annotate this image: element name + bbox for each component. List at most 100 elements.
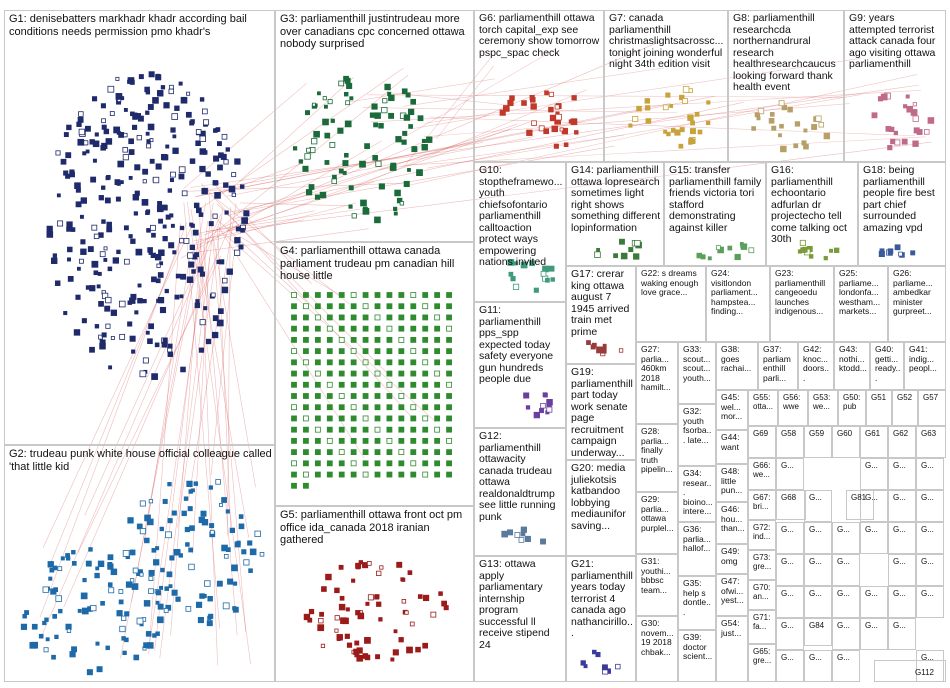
node-marker[interactable] (446, 292, 452, 298)
group-panel-g112[interactable]: G112 (874, 660, 946, 682)
node-marker[interactable] (801, 140, 807, 146)
node-marker[interactable] (410, 471, 417, 478)
node-marker[interactable] (216, 580, 223, 587)
node-marker[interactable] (222, 277, 228, 284)
node-marker[interactable] (199, 135, 206, 142)
node-marker[interactable] (912, 140, 919, 147)
node-marker[interactable] (203, 119, 210, 126)
group-panel-small[interactable]: G... (776, 522, 804, 554)
node-marker[interactable] (291, 460, 297, 467)
node-marker[interactable] (803, 128, 808, 133)
node-marker[interactable] (688, 138, 694, 144)
node-marker[interactable] (422, 359, 429, 366)
node-marker[interactable] (338, 471, 345, 478)
node-marker[interactable] (130, 111, 135, 117)
node-marker[interactable] (213, 128, 218, 133)
node-marker[interactable] (98, 301, 104, 307)
node-marker[interactable] (66, 227, 71, 232)
node-marker[interactable] (406, 646, 413, 654)
node-marker[interactable] (107, 562, 113, 567)
node-marker[interactable] (446, 426, 452, 433)
node-marker[interactable] (559, 127, 564, 132)
node-marker[interactable] (421, 144, 428, 151)
node-marker[interactable] (247, 540, 253, 546)
node-marker[interactable] (586, 340, 591, 345)
node-marker[interactable] (146, 139, 151, 144)
node-marker[interactable] (434, 314, 441, 321)
group-panel-g51[interactable]: G51 (866, 390, 892, 426)
node-marker[interactable] (362, 292, 369, 298)
node-marker[interactable] (93, 233, 100, 240)
node-marker[interactable] (392, 649, 399, 656)
node-marker[interactable] (189, 525, 195, 531)
node-marker[interactable] (122, 650, 127, 656)
node-marker[interactable] (332, 174, 337, 180)
node-marker[interactable] (386, 370, 393, 377)
node-marker[interactable] (314, 460, 321, 467)
node-marker[interactable] (65, 152, 72, 159)
node-marker[interactable] (362, 437, 369, 444)
node-marker[interactable] (116, 249, 121, 255)
node-marker[interactable] (338, 460, 345, 467)
group-panel-small[interactable]: G... (776, 650, 804, 682)
node-marker[interactable] (384, 83, 391, 91)
node-marker[interactable] (350, 415, 357, 422)
node-marker[interactable] (320, 643, 326, 649)
node-marker[interactable] (69, 276, 74, 281)
node-marker[interactable] (81, 318, 87, 324)
node-marker[interactable] (90, 176, 97, 183)
node-marker[interactable] (362, 325, 369, 332)
node-marker[interactable] (628, 123, 633, 128)
node-marker[interactable] (344, 77, 351, 84)
node-marker[interactable] (58, 608, 63, 614)
node-marker[interactable] (105, 296, 112, 304)
node-marker[interactable] (118, 599, 124, 605)
node-marker[interactable] (195, 299, 200, 304)
node-marker[interactable] (291, 325, 297, 332)
node-marker[interactable] (42, 586, 49, 593)
group-panel-small[interactable]: G... (888, 458, 916, 490)
node-marker[interactable] (376, 570, 382, 576)
node-marker[interactable] (422, 292, 429, 298)
node-marker[interactable] (645, 105, 651, 111)
node-marker[interactable] (205, 338, 212, 345)
node-marker[interactable] (422, 426, 429, 433)
node-marker[interactable] (410, 359, 417, 366)
node-marker[interactable] (163, 608, 169, 613)
node-marker[interactable] (195, 140, 201, 147)
group-panel-g68[interactable]: G68 (776, 490, 806, 520)
node-marker[interactable] (434, 381, 441, 388)
node-marker[interactable] (362, 471, 369, 478)
node-marker[interactable] (422, 415, 429, 422)
node-marker[interactable] (355, 610, 361, 616)
group-panel-small[interactable]: G... (776, 554, 804, 586)
node-marker[interactable] (446, 314, 452, 321)
node-marker[interactable] (350, 292, 357, 298)
node-marker[interactable] (398, 359, 405, 366)
node-marker[interactable] (208, 221, 214, 227)
node-marker[interactable] (596, 346, 603, 354)
node-marker[interactable] (291, 359, 297, 366)
node-marker[interactable] (243, 210, 250, 217)
node-marker[interactable] (146, 228, 151, 233)
node-marker[interactable] (880, 93, 888, 101)
node-marker[interactable] (169, 84, 174, 90)
node-marker[interactable] (394, 189, 401, 197)
node-marker[interactable] (86, 669, 93, 676)
group-panel-g65[interactable]: G65: gre... (748, 644, 776, 682)
group-panel-g49[interactable]: G49: omg (716, 544, 748, 574)
node-marker[interactable] (338, 393, 345, 399)
node-marker[interactable] (172, 134, 177, 139)
node-marker[interactable] (189, 222, 194, 227)
node-marker[interactable] (415, 646, 421, 653)
node-marker[interactable] (142, 357, 149, 364)
node-marker[interactable] (146, 143, 152, 149)
node-marker[interactable] (697, 129, 703, 135)
node-marker[interactable] (524, 535, 531, 543)
node-marker[interactable] (871, 112, 878, 119)
group-panel-g53[interactable]: G53: we... (808, 390, 838, 426)
node-marker[interactable] (338, 437, 345, 444)
node-marker[interactable] (314, 381, 321, 388)
node-marker[interactable] (799, 239, 806, 247)
node-marker[interactable] (314, 292, 321, 298)
